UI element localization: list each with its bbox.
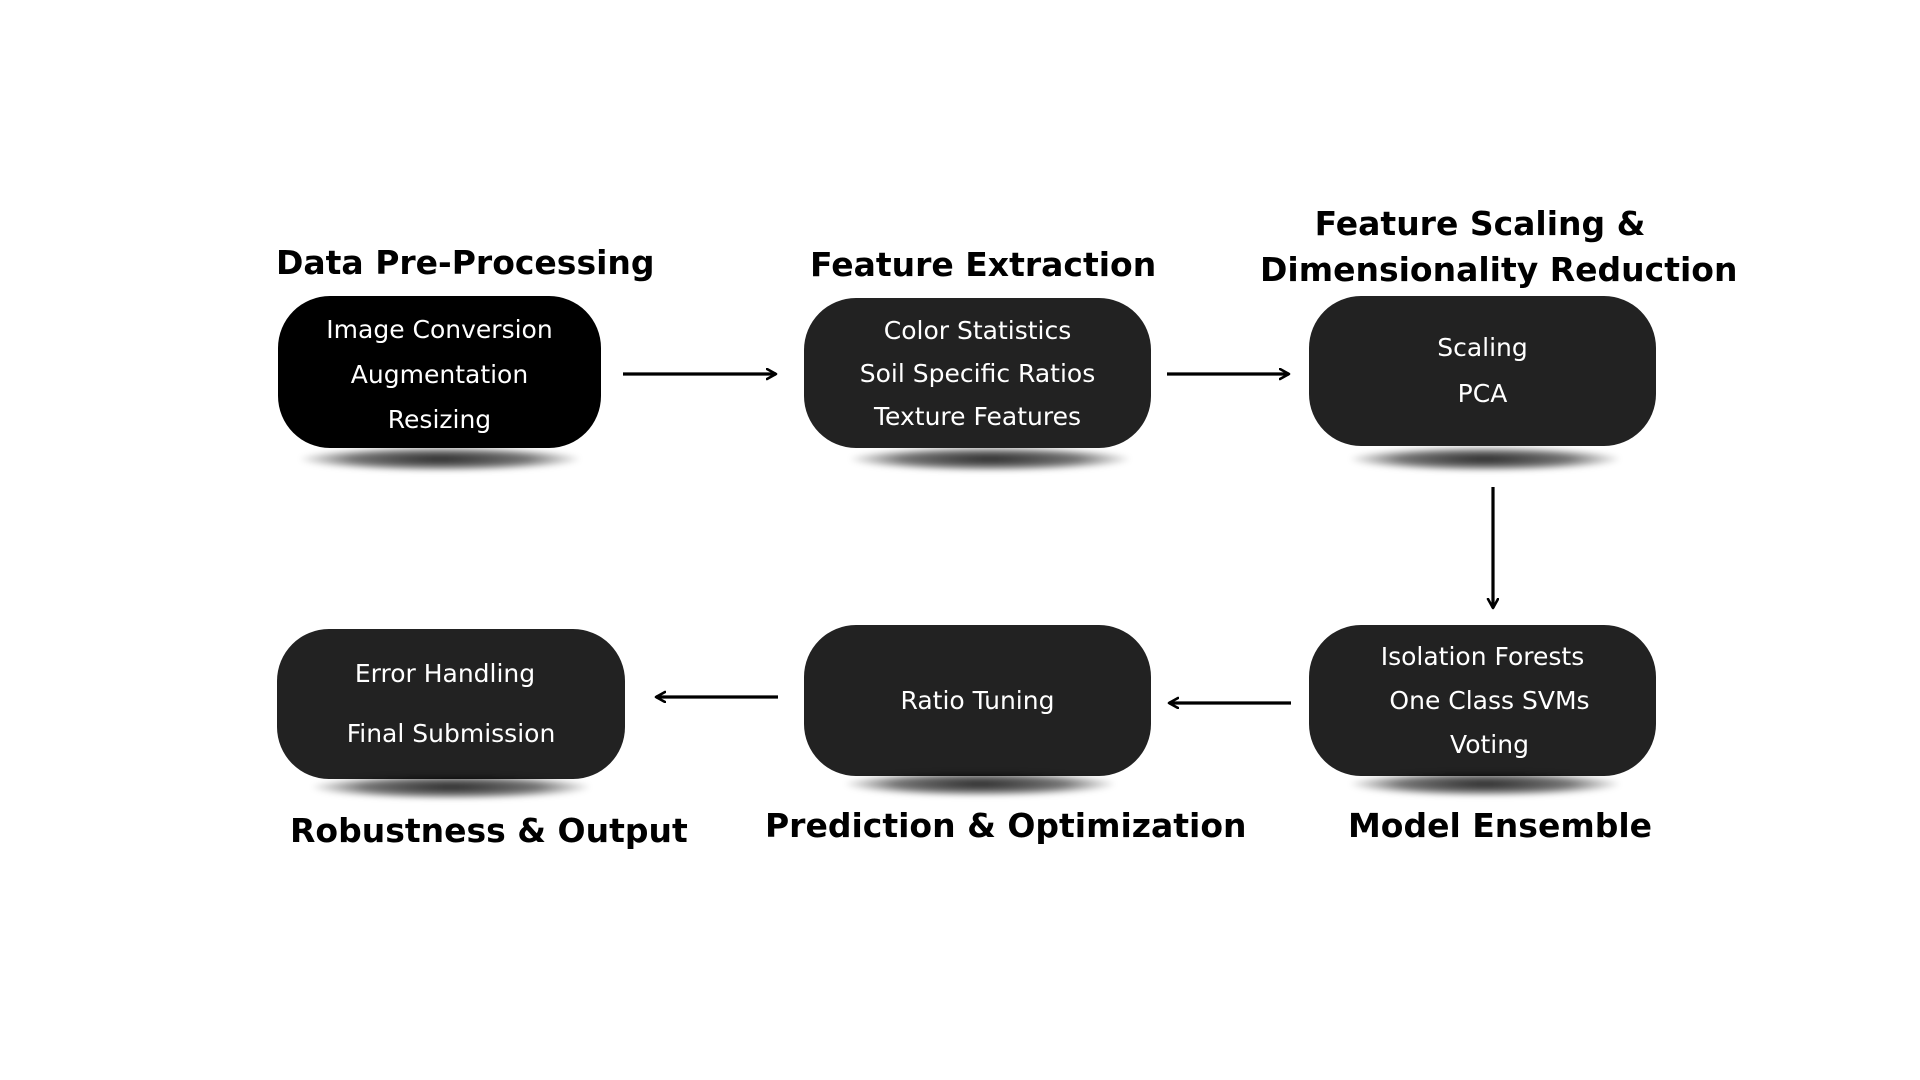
- stage-box-preprocessing: Image Conversion Augmentation Resizing: [278, 296, 601, 448]
- stage-item: Augmentation: [350, 359, 529, 389]
- stage-title-prediction: Prediction & Optimization: [765, 806, 1247, 845]
- stage-item: Final Submission: [346, 719, 556, 748]
- stage-title-scaling: Feature Scaling & Dimensionality Reducti…: [1260, 201, 1738, 293]
- box-shadow-prediction: [845, 772, 1115, 796]
- stage-title-scaling-line2: Dimensionality Reduction: [1260, 250, 1738, 289]
- stage-item: Isolation Forests: [1380, 641, 1585, 671]
- stage-item: Ratio Tuning: [900, 686, 1055, 715]
- stage-item: Error Handling: [354, 659, 536, 688]
- box-shadow-robustness: [312, 775, 590, 799]
- stage-title-scaling-line1: Feature Scaling &: [1314, 204, 1646, 243]
- stage-item: PCA: [1457, 379, 1508, 408]
- stage-item: Image Conversion: [326, 314, 553, 344]
- box-shadow-preprocessing: [300, 447, 580, 471]
- stage-title-extraction: Feature Extraction: [810, 245, 1157, 284]
- stage-title-ensemble: Model Ensemble: [1347, 806, 1653, 845]
- stage-item: Voting: [1450, 729, 1529, 759]
- stage-box-scaling: Scaling PCA: [1309, 296, 1656, 446]
- stage-box-ensemble: Isolation Forests One Class SVMs Voting: [1309, 625, 1656, 776]
- stage-item: Texture Features: [874, 401, 1081, 431]
- stage-item: One Class SVMs: [1389, 685, 1590, 715]
- stage-title-robustness: Robustness & Output: [290, 811, 688, 850]
- stage-item: Resizing: [387, 404, 492, 434]
- box-shadow-scaling: [1350, 447, 1620, 471]
- stage-item: Soil Specific Ratios: [859, 358, 1096, 388]
- stage-item: Color Statistics: [883, 315, 1072, 345]
- box-shadow-ensemble: [1350, 772, 1620, 796]
- box-shadow-extraction: [850, 447, 1130, 471]
- stage-box-robustness: Error Handling Final Submission: [277, 629, 625, 779]
- stage-box-prediction: Ratio Tuning: [804, 625, 1151, 776]
- stage-item: Scaling: [1437, 333, 1528, 362]
- stage-box-extraction: Color Statistics Soil Specific Ratios Te…: [804, 298, 1151, 448]
- stage-title-preprocessing: Data Pre-Processing: [276, 243, 655, 282]
